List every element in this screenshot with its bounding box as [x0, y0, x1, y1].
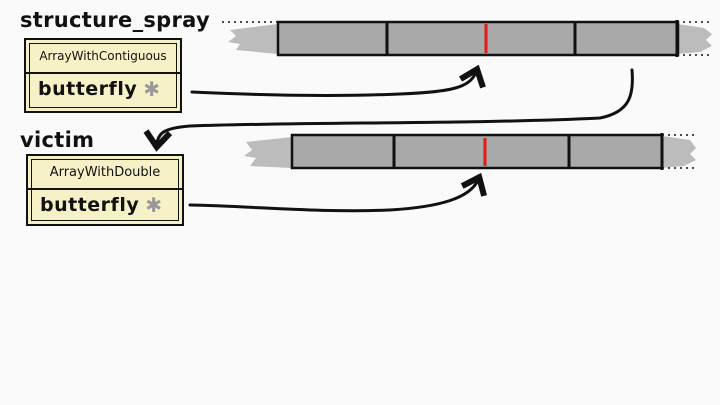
pointer-dot-icon: ✱ — [143, 77, 161, 101]
victim-butterfly-field: butterfly ✱ — [28, 190, 182, 220]
structure-spray-label: structure_spray — [20, 8, 210, 32]
structure-spray-object: ArrayWithContiguous butterfly ✱ — [24, 38, 182, 113]
type-label: ArrayWithDouble — [49, 164, 161, 180]
buffer-smear-left — [244, 137, 292, 168]
butterfly-buffer-top — [222, 20, 712, 57]
buffer-smear-right — [662, 136, 696, 168]
buffer-body — [290, 133, 664, 170]
field-label: butterfly — [40, 194, 140, 216]
object-inner-border — [31, 159, 179, 221]
object-inner-border — [29, 43, 177, 108]
pointer-arrow-victim-to-buffer — [188, 172, 487, 213]
victim-type: ArrayWithDouble — [28, 156, 182, 190]
type-label: ArrayWithContiguous — [39, 49, 167, 63]
buffer-body — [276, 20, 680, 57]
structure-spray-type: ArrayWithContiguous — [26, 40, 180, 74]
field-label: butterfly — [38, 78, 138, 100]
pointer-dot-icon: ✱ — [145, 193, 163, 217]
victim-object: ArrayWithDouble butterfly ✱ — [26, 154, 184, 226]
structure-spray-butterfly-field: butterfly ✱ — [26, 74, 180, 104]
butterfly-buffer-bottom — [244, 133, 696, 170]
victim-label: victim — [20, 128, 95, 152]
buffer-smear-right — [677, 24, 712, 54]
pointer-arrow-buffer-to-victim — [143, 68, 634, 152]
pointer-arrow-spray-to-buffer — [190, 64, 486, 97]
buffer-smear-left — [228, 24, 278, 54]
